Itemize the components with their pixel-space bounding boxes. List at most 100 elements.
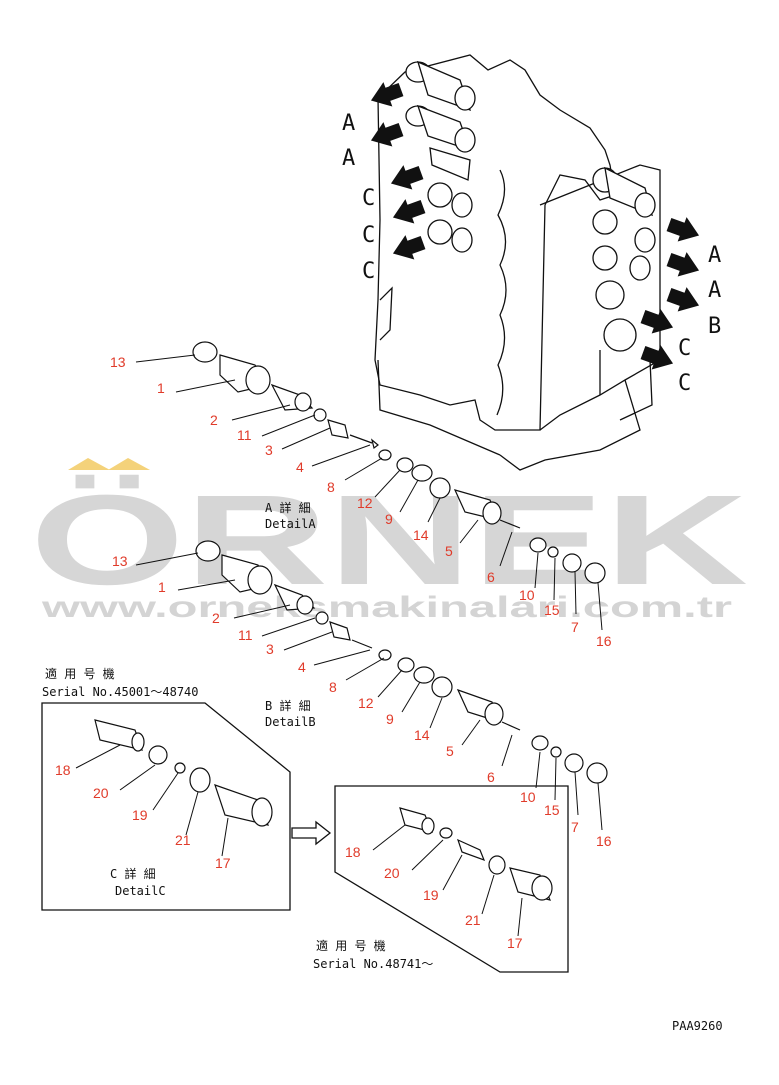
- detail-b-en: DetailB: [265, 715, 316, 729]
- detail-c2-parts: [399, 807, 553, 901]
- spools-left-cluster: [405, 60, 476, 253]
- serial-2-range: Serial No.48741～: [313, 957, 433, 971]
- arrow-label-right: B: [708, 314, 721, 339]
- serial-1-jp: 適 用 号 機: [45, 666, 115, 681]
- detail-labels: A 詳 細 DetailA B 詳 細 DetailB: [265, 500, 316, 729]
- part-number: 9: [385, 511, 393, 527]
- part-number: 13: [112, 553, 128, 569]
- detail-c-jp: C 詳 細: [110, 866, 156, 881]
- arrow-label-right: A: [708, 243, 721, 268]
- part-number: 18: [345, 844, 361, 860]
- arrow-icon: [392, 235, 426, 260]
- part-number: 8: [329, 679, 337, 695]
- part-number: 15: [544, 802, 560, 818]
- arrow-label-left: C: [362, 259, 375, 284]
- watermark-brand: ÖRNEK: [30, 469, 748, 612]
- arrow-label-left: C: [362, 186, 375, 211]
- detail-a-en: DetailA: [265, 517, 316, 531]
- part-number: 16: [596, 633, 612, 649]
- watermark-url: www.orneksmakinalari.com.tr: [40, 591, 732, 624]
- footer-code: PAA9260: [672, 1019, 723, 1033]
- part-number: 3: [265, 442, 273, 458]
- serial-2: 適 用 号 機 Serial No.48741～: [313, 938, 433, 971]
- leader-lines: [75, 354, 603, 937]
- arrow-icon: [640, 309, 674, 334]
- part-number: 9: [386, 711, 394, 727]
- part-number: 4: [298, 659, 306, 675]
- part-number: 7: [571, 819, 579, 835]
- part-number: 4: [296, 459, 304, 475]
- part-number: 8: [327, 479, 335, 495]
- detail-b-parts: [195, 540, 608, 784]
- arrow-icon: [390, 165, 424, 190]
- part-number: 17: [507, 935, 523, 951]
- detail-c-box-1: [41, 702, 291, 911]
- arrow-label-right: C: [678, 371, 691, 396]
- part-number: 10: [520, 789, 536, 805]
- detail-a-parts: [192, 341, 606, 584]
- detail-b-jp: B 詳 細: [265, 698, 311, 713]
- detail-a-jp: A 詳 細: [265, 500, 311, 515]
- part-number: 5: [445, 543, 453, 559]
- part-number: 1: [158, 579, 166, 595]
- serial-2-jp: 適 用 号 機: [316, 938, 386, 953]
- part-number: 3: [266, 641, 274, 657]
- detail-c-box-2: [334, 785, 569, 973]
- part-number: 19: [423, 887, 439, 903]
- spools-right-cluster: [592, 166, 656, 352]
- part-number: 15: [544, 602, 560, 618]
- part-number: 18: [55, 762, 71, 778]
- part-number: 17: [215, 855, 231, 871]
- transfer-arrow-icon: [291, 820, 332, 846]
- arrow-icon: [370, 82, 404, 107]
- part-number: 20: [384, 865, 400, 881]
- part-number: 2: [212, 610, 220, 626]
- part-number: 10: [519, 587, 535, 603]
- callouts-detail-a: 13 1 2 11 3 4 8 12 9 14 5 6 10 15 7 16: [110, 354, 612, 649]
- arrow-label-left: A: [342, 146, 355, 171]
- watermark-accent-left: [68, 458, 110, 470]
- arrow-icon: [666, 252, 700, 277]
- part-number: 12: [357, 495, 373, 511]
- arrow-labels: A A C C C A A B C C: [342, 111, 721, 396]
- part-number: 19: [132, 807, 148, 823]
- part-number: 13: [110, 354, 126, 370]
- part-number: 5: [446, 743, 454, 759]
- callouts-detail-b: 13 1 2 11 3 4 8 12 9 14 5 6 10 15 7 16: [112, 553, 612, 849]
- watermark-accent-right: [108, 458, 150, 470]
- part-number: 1: [157, 380, 165, 396]
- arrow-icon: [666, 287, 700, 312]
- part-number: 14: [413, 527, 429, 543]
- part-number: 20: [93, 785, 109, 801]
- part-number: 11: [238, 627, 253, 643]
- arrow-icon: [640, 345, 674, 370]
- part-number: 7: [571, 619, 579, 635]
- arrows-left: [370, 82, 426, 260]
- part-number: 6: [487, 569, 495, 585]
- detail-c-label: C 詳 細 DetailC: [110, 866, 166, 898]
- serial-1: 適 用 号 機 Serial No.45001～48740: [42, 666, 199, 699]
- arrow-label-right: C: [678, 336, 691, 361]
- valve-body: [374, 54, 661, 471]
- detail-c1-parts: [94, 719, 273, 827]
- arrow-icon: [666, 217, 700, 242]
- watermark: ÖRNEK www.orneksmakinalari.com.tr: [30, 458, 748, 624]
- part-number: 2: [210, 412, 218, 428]
- part-number: 12: [358, 695, 374, 711]
- arrow-label-right: A: [708, 278, 721, 303]
- arrows-right: [640, 217, 700, 370]
- part-number: 11: [237, 427, 252, 443]
- part-number: 21: [465, 912, 481, 928]
- arrow-icon: [392, 199, 426, 224]
- arrow-label-left: A: [342, 111, 355, 136]
- callouts-detail-c2: 18 20 19 21 17: [345, 844, 523, 951]
- part-number: 21: [175, 832, 191, 848]
- part-number: 14: [414, 727, 430, 743]
- detail-c-en: DetailC: [115, 884, 166, 898]
- arrow-icon: [370, 122, 404, 147]
- callouts-detail-c1: 18 20 19 21 17: [55, 762, 231, 871]
- serial-1-range: Serial No.45001～48740: [42, 685, 199, 699]
- part-number: 6: [487, 769, 495, 785]
